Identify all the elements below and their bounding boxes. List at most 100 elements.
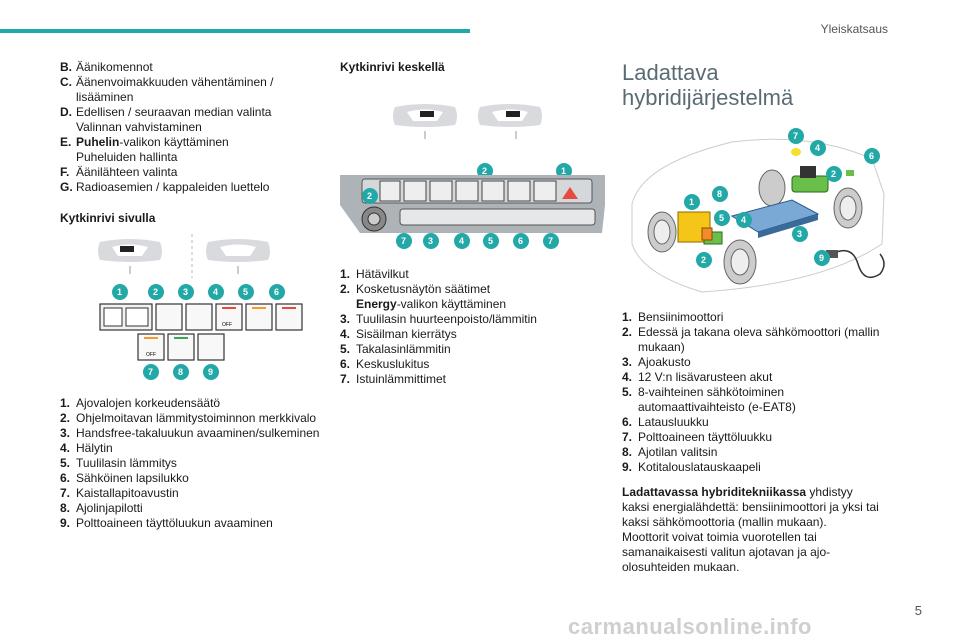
list-item: 7. Istuinlämmittimet [340,372,605,387]
svg-text:4: 4 [815,143,820,153]
svg-text:2: 2 [482,166,487,176]
list-item: 4.Hälytin [60,441,325,456]
wheel-front-left [647,211,677,253]
front-electric-motor [701,227,723,245]
rear-electric-motor [791,166,829,193]
item-text: Keskuslukitus [356,357,430,371]
wheel-front-right [723,239,757,285]
item-text: Bensiinimoottori [638,310,724,324]
svg-text:1: 1 [561,166,566,176]
wheel-rear-left [758,169,786,207]
fuel-flap [791,148,801,156]
svg-text:6: 6 [869,151,874,161]
item-key: 8. [622,445,633,459]
item-key: 6. [622,415,633,429]
svg-text:6: 6 [518,236,523,246]
svg-text:3: 3 [428,236,433,246]
page-number: 5 [914,603,922,618]
item-text: Polttoaineen täyttöluukku [638,430,773,444]
item-key: D. [60,105,72,119]
list-item: 7. Polttoaineen täyttöluukku [622,430,892,445]
item-key: 3. [340,312,351,326]
svg-text:8: 8 [178,367,183,377]
list-item: 1.Ajovalojen korkeudensäätö [60,396,325,411]
list-item: F.Äänilähteen valinta [60,165,325,180]
item-text: Edessä ja takana oleva sähkömoottori (ma… [638,325,880,354]
list-item: 8.Ajotilan valitsin [622,445,892,460]
list-item: 9. Kotitalouslatauskaapeli [622,460,892,475]
item-key: 5. [622,385,633,399]
list-item: 5.Takalasinlämmitin [340,342,605,357]
item-text: Ohjelmoitavan lämmitystoiminnon merkkiva… [76,411,317,425]
svg-text:OFF: OFF [146,352,156,358]
svg-text:2: 2 [153,287,158,297]
item-text: Äänikomennot [76,60,153,74]
item-text: Tuulilasin huurteenpoisto/lämmitin [356,312,537,326]
svg-text:OFF: OFF [222,322,232,328]
side-switches-heading: Kytkinrivi sivulla [60,211,156,225]
car-top-icon-right [206,239,270,274]
svg-text:2: 2 [701,255,706,265]
center-console [340,175,605,233]
svg-text:4: 4 [741,215,746,225]
footer-watermark: carmanualsonline.info [568,614,812,639]
item-text: Kotitalouslatauskaapeli [638,460,761,474]
svg-text:7: 7 [401,236,406,246]
wheel-rear-right [833,187,863,229]
item-key: 3. [60,426,71,440]
header-accent-bar [0,29,470,33]
list-item: 8.Ajolinjapilotti [60,501,325,516]
item-text: Radioasemien / kappaleiden luettelo [76,180,270,194]
svg-text:3: 3 [183,287,188,297]
badge-row-top: 1 2 3 4 5 6 [112,284,285,300]
item-text: Hätävilkut [356,267,409,281]
item-text: Istuinlämmittimet [356,372,447,386]
item-text: Äänenvoimakkuuden vähentäminen /lisäämin… [76,75,274,104]
svg-text:7: 7 [793,131,798,141]
item-key: G. [60,180,73,194]
item-key: C. [60,75,72,89]
item-key: 5. [60,456,71,470]
svg-text:5: 5 [243,287,248,297]
svg-text:9: 9 [819,253,824,263]
list-item: 9.Polttoaineen täyttöluukun avaaminen [60,516,325,531]
column-right: Ladattava hybridijärjestelmä [622,60,892,575]
item-key: 6. [60,471,71,485]
item-text: Sähköinen lapsilukko [76,471,189,485]
item-key: 2. [622,325,633,339]
item-key: 2. [340,282,351,296]
svg-text:7: 7 [548,236,553,246]
list-item: 3. Tuulilasin huurteenpoisto/lämmitin [340,312,605,327]
list-item: 1. Hätävilkut [340,267,605,282]
center-switches-diagram: 2 1 2 7 3 4 5 6 7 [340,104,605,249]
svg-text:1: 1 [689,197,694,207]
item-key: 7. [622,430,633,444]
item-key: E. [60,135,72,149]
list-item: 3.Ajoakusto [622,355,892,370]
car-top-icon [393,104,457,139]
list-item: 1.Bensiinimoottori [622,310,892,325]
item-key: 7. [340,372,351,386]
svg-text:2: 2 [367,191,372,201]
list-item: G.Radioasemien / kappaleiden luettelo [60,180,325,195]
svg-text:7: 7 [148,367,153,377]
switch-row-top: OFF [99,303,303,331]
list-item: 2. Ohjelmoitavan lämmitystoiminnon merkki… [60,411,325,426]
item-key: 2. [60,411,71,425]
item-key: 1. [340,267,351,281]
list-item: 4.Sisäilman kierrätys [340,327,605,342]
svg-text:9: 9 [208,367,213,377]
item-text: Äänilähteen valinta [76,165,178,179]
column-middle: Kytkinrivi keskellä 2 1 [340,60,605,387]
item-key: 9. [622,460,633,474]
